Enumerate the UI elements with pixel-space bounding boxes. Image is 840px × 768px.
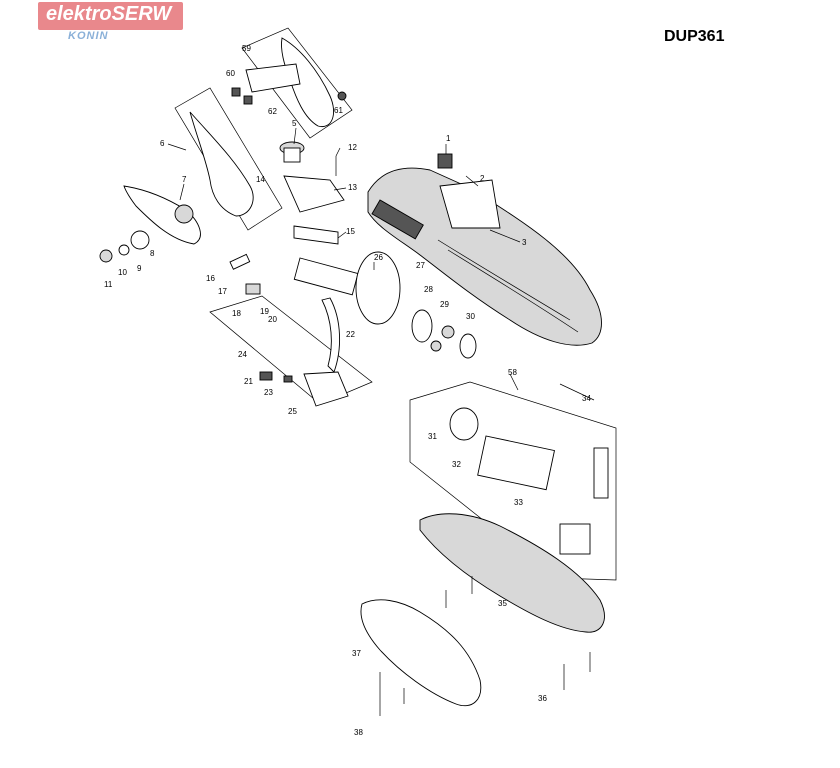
housing-grip-line-2 — [447, 249, 579, 333]
part-5-bolt-shaft — [283, 147, 301, 163]
part-label-37: 37 — [352, 649, 361, 658]
part-37-side-cover — [360, 599, 482, 707]
part-33-motor — [477, 435, 556, 491]
part-60-screw — [231, 87, 241, 97]
part-29-gear-b — [430, 340, 442, 352]
part-61-pin — [337, 91, 347, 101]
part-label-1: 1 — [446, 134, 451, 143]
part-9-washer — [130, 230, 150, 250]
part-label-22: 22 — [346, 330, 355, 339]
part-label-5: 5 — [292, 119, 297, 128]
part-label-7: 7 — [182, 175, 187, 184]
part-label-16: 16 — [206, 274, 215, 283]
part-label-31: 31 — [428, 432, 437, 441]
part-label-9: 9 — [137, 264, 142, 273]
leader-lines — [167, 127, 595, 401]
part-2-cover — [439, 179, 501, 229]
group-box-linkage — [209, 295, 373, 405]
part-62-link — [245, 63, 301, 93]
part-label-62: 62 — [268, 107, 277, 116]
part-26-gear-housing — [355, 251, 401, 325]
group-box-motor — [409, 381, 617, 581]
part-16-pin — [229, 253, 251, 270]
part-label-18: 18 — [232, 309, 241, 318]
housing-grip-line — [437, 239, 571, 321]
part-label-23: 23 — [264, 388, 273, 397]
part-35-housing-lower — [419, 513, 605, 633]
part-label-3: 3 — [522, 238, 527, 247]
part-label-21: 21 — [244, 377, 253, 386]
makita-badge — [371, 199, 424, 240]
part-58-screw — [509, 373, 519, 391]
model-title: DUP361 — [664, 28, 725, 45]
part-labels: 1 2 3 5 6 7 8 9 10 11 12 13 14 15 16 17 … — [104, 44, 591, 737]
part-label-20: 20 — [268, 315, 277, 324]
part-label-29: 29 — [440, 300, 449, 309]
part-15-link — [293, 225, 339, 245]
part-label-27: 27 — [416, 261, 425, 270]
part-label-11: 11 — [104, 280, 113, 289]
part-22-lever — [321, 297, 341, 373]
watermark-logo-background — [38, 2, 183, 30]
part-label-24: 24 — [238, 350, 247, 359]
part-label-33: 33 — [514, 498, 523, 507]
part-34-connector — [559, 523, 591, 555]
part-label-15: 15 — [346, 227, 355, 236]
part-6-blade — [189, 111, 254, 217]
part-21-magnet — [259, 371, 273, 381]
part-label-2: 2 — [480, 174, 485, 183]
part-label-61: 61 — [334, 106, 343, 115]
part-label-12: 12 — [348, 143, 357, 152]
part-label-8: 8 — [150, 249, 155, 258]
part-25-holder — [303, 371, 349, 407]
part-label-36: 36 — [538, 694, 547, 703]
part-label-14: 14 — [256, 175, 265, 184]
part-7-hook — [123, 185, 201, 245]
part-32-flange — [449, 407, 479, 441]
part-10-washer — [118, 244, 130, 256]
part-11-nut — [99, 249, 113, 263]
part-1-screw — [437, 153, 453, 169]
part-label-58: 58 — [508, 368, 517, 377]
part-label-25: 25 — [288, 407, 297, 416]
part-label-17: 17 — [218, 287, 227, 296]
part-label-10: 10 — [118, 268, 127, 277]
part-label-38: 38 — [354, 728, 363, 737]
hook-pivot — [174, 204, 194, 224]
part-label-6: 6 — [160, 139, 165, 148]
part-label-19: 19 — [260, 307, 269, 316]
part-label-13: 13 — [348, 183, 357, 192]
part-29-gear — [441, 325, 455, 339]
part-label-59: 59 — [242, 44, 251, 53]
part-label-60: 60 — [226, 69, 235, 78]
part-label-35: 35 — [498, 599, 507, 608]
watermark-city: KONIN — [68, 30, 109, 42]
part-label-26: 26 — [374, 253, 383, 262]
part-label-30: 30 — [466, 312, 475, 321]
part-label-34: 34 — [582, 394, 591, 403]
part-23-pin — [283, 375, 293, 383]
part-60-screw-b — [243, 95, 253, 105]
watermark-brand: elektroSERW — [46, 3, 172, 25]
part-30-washer — [459, 333, 477, 359]
group-box-upper-blade — [241, 27, 353, 139]
part-13-bracket — [283, 175, 345, 213]
drive-rod — [293, 257, 359, 296]
part-17-spring — [245, 283, 261, 295]
part-34-plate — [593, 447, 609, 499]
part-28-ring — [411, 309, 433, 343]
part-label-32: 32 — [452, 460, 461, 469]
part-label-28: 28 — [424, 285, 433, 294]
